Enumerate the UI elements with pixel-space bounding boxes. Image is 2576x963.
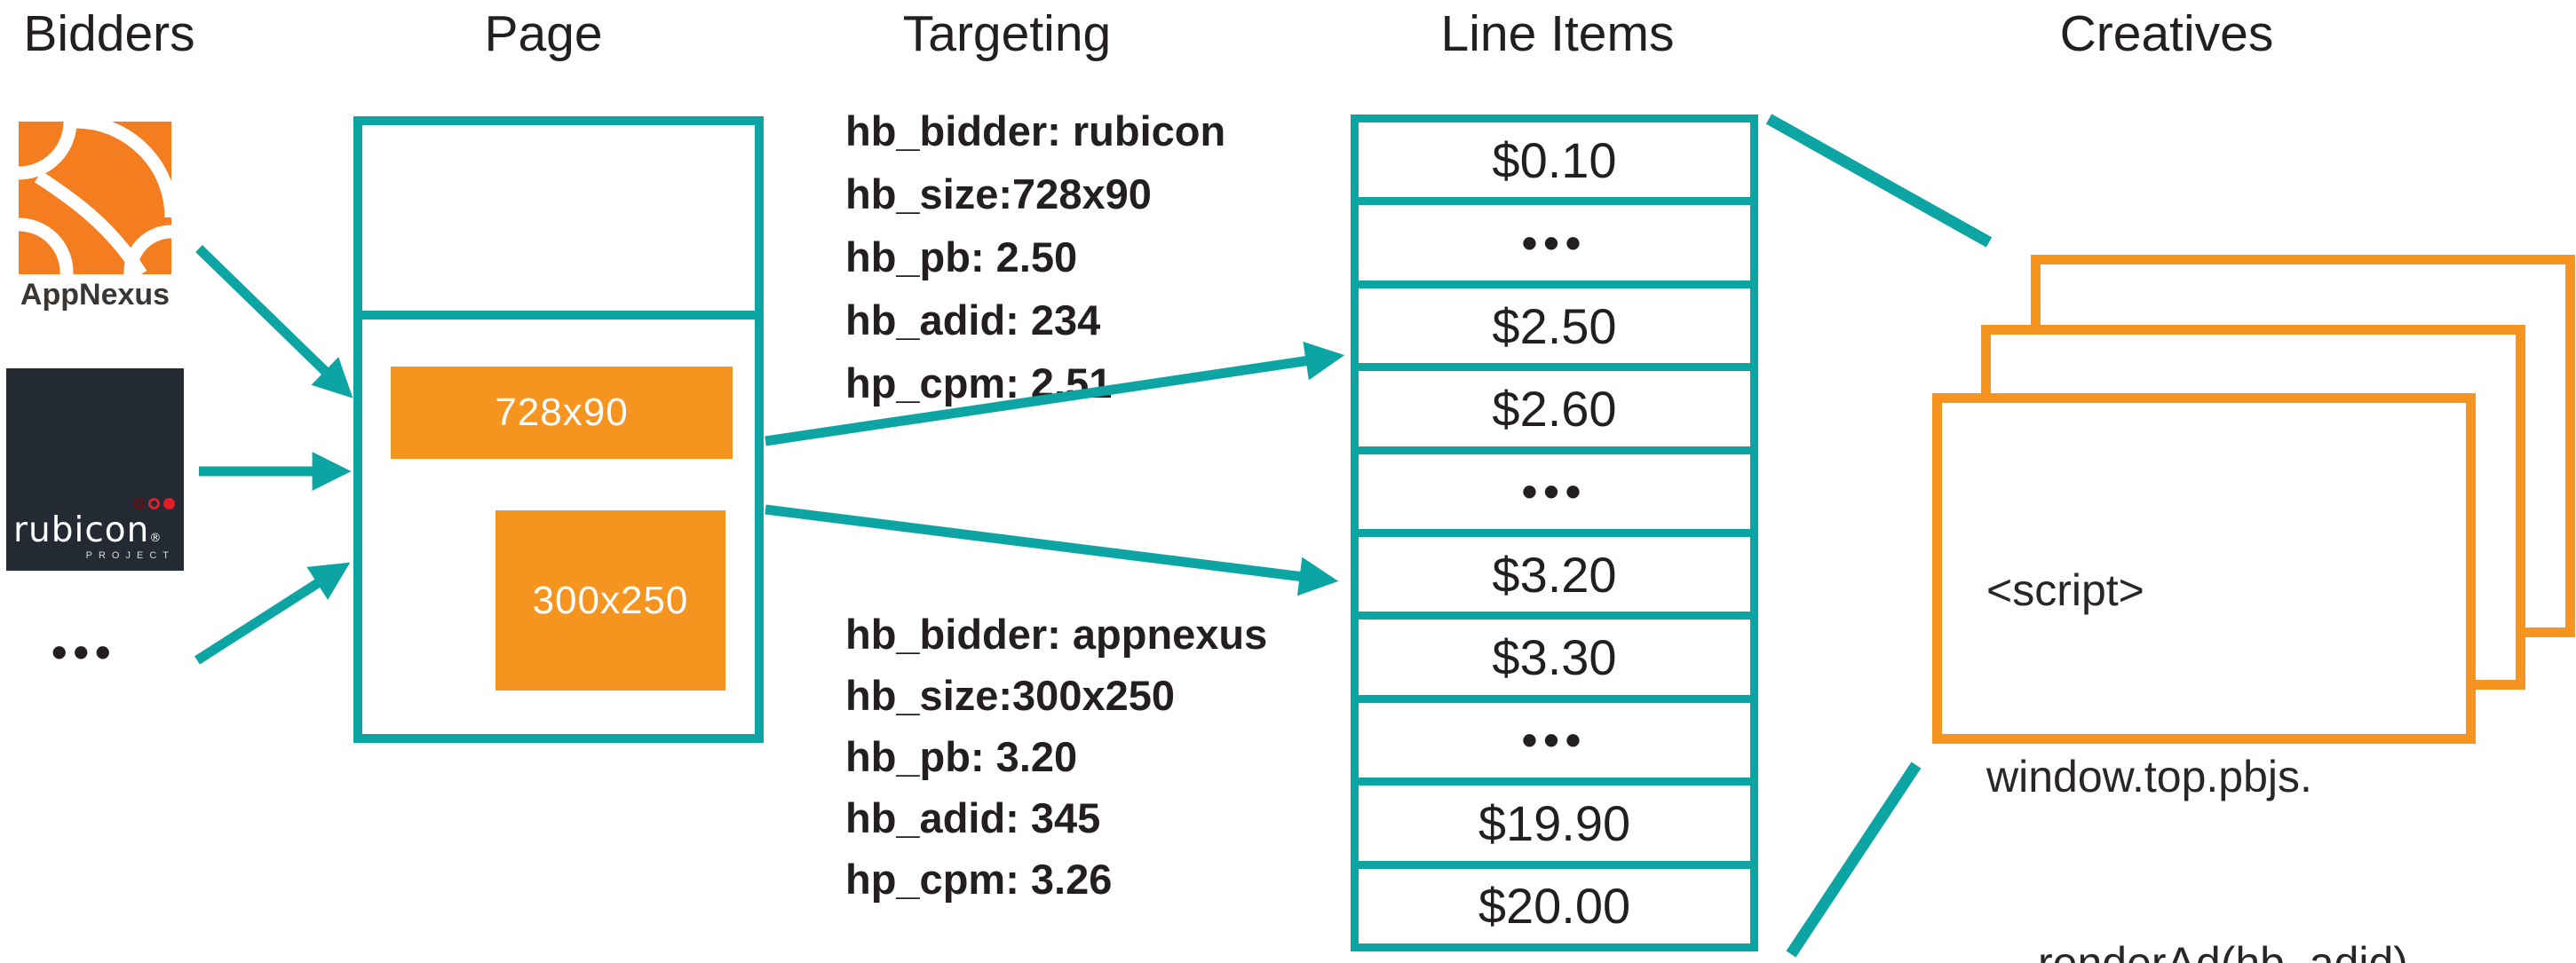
targeting-line: hb_pb: 3.20 [845, 733, 1078, 780]
column-title-creatives: Creatives [2059, 5, 2274, 62]
page-header-divider [362, 311, 755, 320]
script-line: window.top.pbjs. [1986, 752, 2312, 801]
rubicon-dot [163, 498, 175, 509]
ad-slot-728x90: 728x90 [391, 367, 733, 459]
bidder-arrow-appnexus [195, 245, 353, 399]
creative-card-front [1932, 393, 2476, 744]
targeting-block-rubicon: hb_bidder: rubicon hb_size:728x90 hb_pb:… [845, 99, 1225, 414]
targeting-line: hb_adid: 345 [845, 794, 1101, 841]
column-title-line-items: Line Items [1440, 5, 1675, 62]
lineitems-creatives-connector-top [1765, 114, 1993, 248]
targeting-arrow-300x250 [765, 504, 1339, 596]
column-title-bidders: Bidders [23, 5, 195, 62]
more-bidders-ellipsis: ••• [52, 628, 117, 677]
column-title-page: Page [484, 5, 603, 62]
ad-slot-300x250: 300x250 [495, 510, 725, 691]
rubicon-wordmark: rubicon® [13, 510, 162, 550]
targeting-line: hb_bidder: rubicon [845, 107, 1226, 154]
line-item-row: $19.90 [1359, 778, 1750, 860]
targeting-line: hp_cpm: 2.51 [845, 359, 1113, 407]
script-line: renderAd(hb_adid) [2038, 938, 2408, 963]
line-item-row: $3.20 [1359, 529, 1750, 612]
line-item-row: $2.50 [1359, 280, 1750, 363]
line-item-row: $2.60 [1359, 363, 1750, 446]
appnexus-logo-icon [19, 122, 171, 274]
script-line: <script> [1986, 565, 2144, 615]
rubicon-logo-dots [133, 498, 175, 509]
appnexus-label: AppNexus [20, 278, 170, 312]
column-title-targeting: Targeting [902, 5, 1112, 62]
targeting-line: hb_adid: 234 [845, 296, 1101, 343]
rubicon-dot [148, 498, 160, 509]
line-item-row: $20.00 [1359, 860, 1750, 943]
targeting-line: hb_size:300x250 [845, 672, 1176, 719]
line-item-row: $3.30 [1359, 612, 1750, 694]
targeting-line: hb_pb: 2.50 [845, 233, 1078, 280]
line-item-row: ••• [1359, 446, 1750, 529]
rubicon-dot [133, 498, 145, 509]
rubicon-project-label: PROJECT [85, 550, 175, 561]
line-item-row: $0.10 [1492, 131, 1617, 188]
line-items-table: $0.10 ••• $2.50 $2.60 ••• $3.20 $3.30 ••… [1351, 114, 1758, 951]
registered-mark: ® [149, 532, 162, 545]
targeting-line: hb_size:728x90 [845, 170, 1152, 217]
targeting-block-appnexus: hb_bidder: appnexus hb_size:300x250 hb_p… [845, 604, 1267, 910]
page-box: 728x90 300x250 [353, 116, 764, 743]
rubicon-logo: rubicon® PROJECT [6, 368, 184, 571]
bidder-arrow-more [194, 562, 351, 665]
line-item-row: ••• [1359, 694, 1750, 778]
targeting-line: hp_cpm: 3.26 [845, 856, 1113, 903]
line-item-row: ••• [1359, 197, 1750, 280]
creative-script-code: <script> window.top.pbjs. renderAd(hb_ad… [1986, 435, 2408, 963]
targeting-line: hb_bidder: appnexus [845, 611, 1268, 658]
lineitems-creatives-connector-bottom [1786, 762, 1922, 958]
